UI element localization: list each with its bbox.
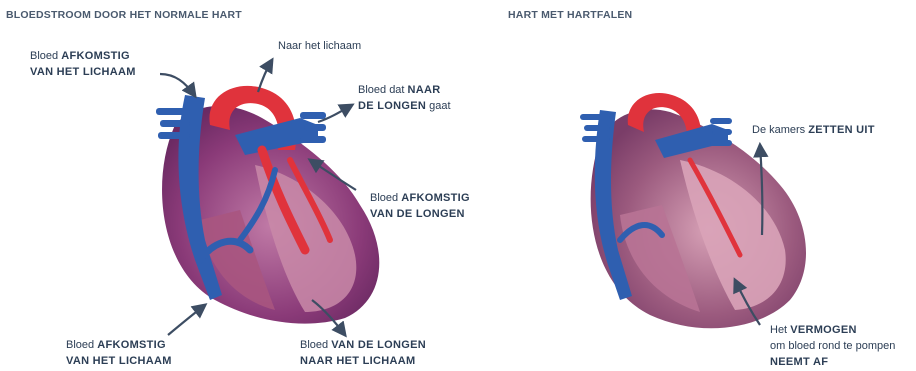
label-to-lungs: Bloed dat NAAR DE LONGEN gaat [358, 82, 451, 114]
label-capacity-decreases: Het VERMOGEN om bloed rond te pompen NEE… [770, 322, 895, 370]
label-to-body: Naar het lichaam [278, 38, 361, 54]
right-pulmonary-vessels [710, 118, 732, 146]
left-pulmonary-vessels [156, 108, 190, 139]
label-blood-from-body-top: Bloed AFKOMSTIG VAN HET LICHAAM [30, 48, 136, 80]
label-lungs-to-body: Bloed VAN DE LONGEN NAAR HET LICHAAM [300, 337, 426, 369]
arrow-to-body [258, 60, 272, 92]
arrow-from-body-bottom [168, 305, 205, 335]
label-from-lungs: Bloed AFKOMSTIG VAN DE LONGEN [370, 190, 470, 222]
label-blood-from-body-bottom: Bloed AFKOMSTIG VAN HET LICHAAM [66, 337, 172, 369]
left-pulmonary-vessels [580, 114, 610, 142]
normal-heart [156, 60, 379, 335]
label-chambers-dilate: De kamers ZETTEN UIT [752, 122, 875, 138]
arrow-from-body-top [160, 74, 195, 96]
